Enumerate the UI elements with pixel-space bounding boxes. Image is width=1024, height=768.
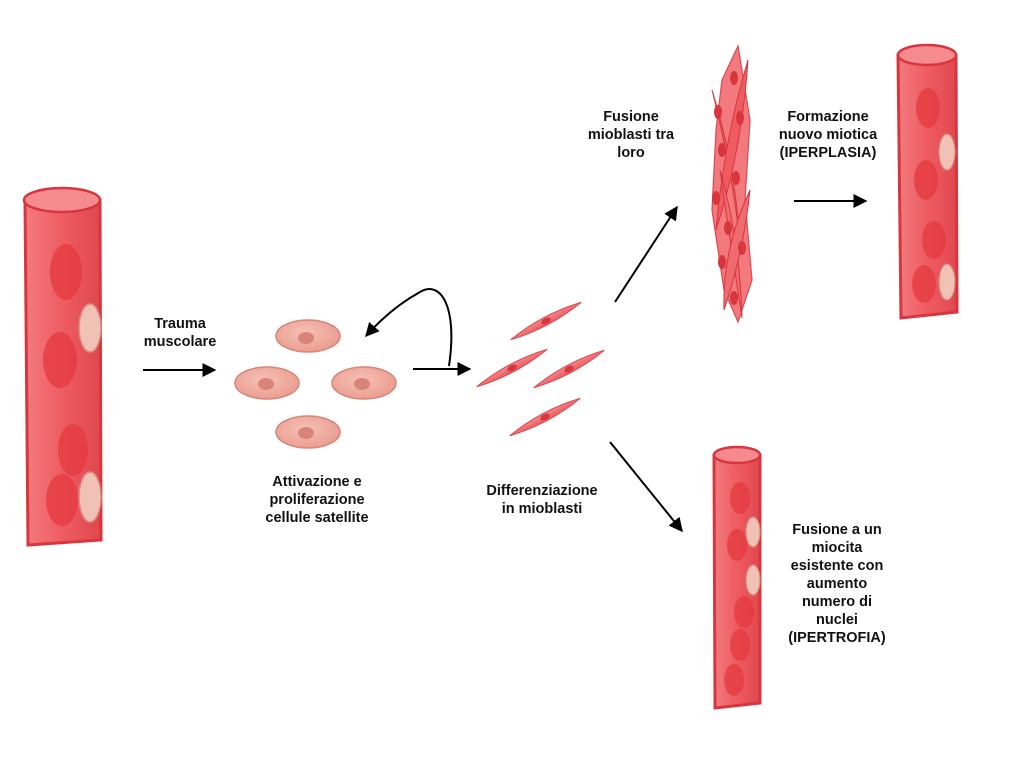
myoblast-icon	[509, 397, 581, 437]
label-line: in mioblasti	[501, 501, 583, 517]
label-line: muscolare	[143, 334, 217, 350]
satellite-cell-icon	[234, 366, 300, 400]
label-line: Attivazione e	[272, 474, 362, 490]
myoblast-icon	[510, 301, 582, 341]
trauma-label: Trauma muscolare	[140, 315, 220, 351]
arrow-icon	[609, 441, 683, 533]
fusion-existing-label: Fusione a un miocita esistente con aumen…	[777, 521, 897, 647]
label-line: nuclei	[816, 612, 858, 628]
differentiation-label: Differenziazione in mioblasti	[474, 482, 610, 518]
satellite-cell-icon	[331, 366, 397, 400]
label-line: Differenziazione	[486, 483, 598, 499]
myoblast-icon	[533, 349, 605, 389]
label-line: loro	[617, 145, 645, 161]
satellite-cell-icon	[275, 319, 341, 353]
new-fiber-label: Formazione nuovo miotica (IPERPLASIA)	[766, 108, 890, 162]
label-line: numero di	[801, 594, 873, 610]
muscle-fiber-icon	[22, 186, 103, 547]
label-line: mioblasti tra	[587, 127, 675, 143]
label-line: proliferazione	[269, 492, 365, 508]
label-line: (IPERTROFIA)	[788, 630, 886, 646]
label-line: nuovo miotica	[778, 127, 878, 143]
label-line: aumento	[806, 576, 868, 592]
muscle-fiber-icon	[712, 445, 762, 710]
myoblast-icon	[476, 348, 548, 388]
label-line: Formazione	[787, 109, 869, 125]
satellite-cell-icon	[275, 415, 341, 449]
label-line: esistente con	[790, 558, 884, 574]
label-line: Fusione a un	[792, 522, 882, 538]
proliferation-loop-arrow	[365, 288, 453, 367]
arrow-icon	[614, 205, 678, 303]
muscle-fiber-icon	[896, 43, 959, 320]
fused-myoblasts-icon	[711, 43, 753, 324]
activation-label: Attivazione e proliferazione cellule sat…	[252, 473, 382, 527]
label-line: cellule satellite	[265, 510, 369, 526]
myoblasts-group	[476, 301, 605, 437]
fusion-between-label: Fusione mioblasti tra loro	[578, 108, 684, 162]
label-line: (IPERPLASIA)	[779, 145, 877, 161]
label-line: Fusione	[603, 109, 659, 125]
satellite-cells-group	[234, 319, 397, 449]
label-line: miocita	[811, 540, 863, 556]
label-line: Trauma	[154, 316, 206, 332]
